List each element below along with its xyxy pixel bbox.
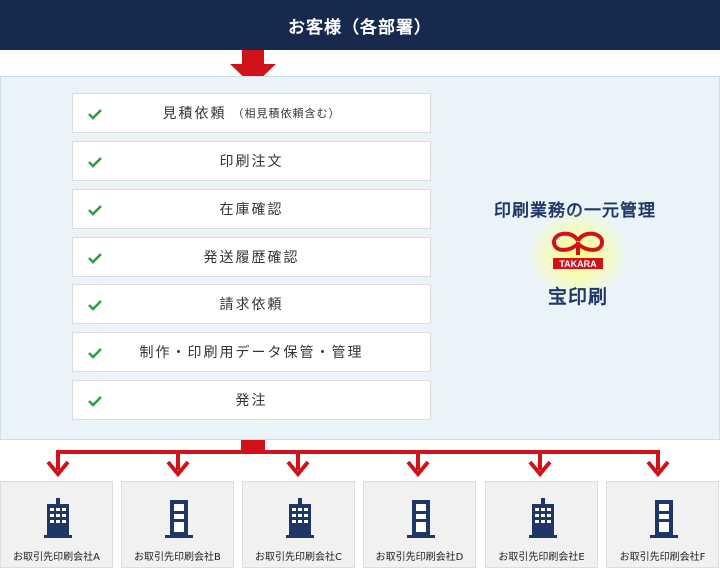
service-item[interactable]: 発注: [72, 380, 431, 420]
brand-name: 宝印刷: [547, 286, 608, 308]
vendor-label: お取引先印刷会社B: [134, 552, 221, 563]
building-icon: [165, 500, 193, 538]
branch-line-0: [56, 452, 60, 470]
branch-arrows: [46, 452, 670, 478]
branch-arrowhead-4: [528, 460, 552, 478]
vendor-box-e[interactable]: お取引先印刷会社E: [485, 481, 598, 568]
branch-line-1: [176, 452, 180, 470]
vendor-box-d[interactable]: お取引先印刷会社D: [363, 481, 476, 568]
service-label: 在庫確認: [219, 202, 284, 218]
check-icon: [88, 300, 102, 311]
branch-arrowhead-0: [46, 460, 70, 478]
check-icon: [88, 157, 102, 168]
service-label: 制作・印刷用データ保管・管理: [139, 345, 364, 361]
service-label: 請求依頼: [219, 297, 284, 313]
vendor-box-b[interactable]: お取引先印刷会社B: [121, 481, 234, 568]
branch-arrowhead-5: [646, 460, 670, 478]
office-building-icon: [529, 498, 557, 538]
branch-arrowhead-1: [166, 460, 190, 478]
branch-line-2: [296, 452, 300, 470]
branch-line-5: [656, 452, 660, 470]
service-item[interactable]: 在庫確認: [72, 189, 431, 229]
takara-logo-icon: TAKARA: [552, 231, 604, 269]
branch-line-4: [538, 452, 542, 470]
vendor-label: お取引先印刷会社F: [619, 552, 706, 563]
vendor-box-c[interactable]: お取引先印刷会社C: [242, 481, 355, 568]
office-building-icon: [44, 498, 72, 538]
vendor-label: お取引先印刷会社D: [375, 552, 464, 563]
check-icon: [88, 109, 102, 120]
service-label: 発送履歴確認: [203, 250, 300, 266]
service-item[interactable]: 見積依頼 （相見積依頼含む）: [72, 93, 431, 133]
check-icon: [88, 396, 102, 407]
service-sublabel: （相見積依頼含む）: [232, 107, 341, 120]
customer-header: お客様（各部署）: [0, 0, 720, 50]
connector-bus: [56, 450, 660, 454]
office-building-icon: [286, 498, 314, 538]
branch-arrowhead-3: [406, 460, 430, 478]
service-item[interactable]: 発送履歴確認: [72, 237, 431, 277]
vendor-box-f[interactable]: お取引先印刷会社F: [606, 481, 719, 568]
check-icon: [88, 348, 102, 359]
branch-line-3: [416, 452, 420, 470]
service-item[interactable]: 請求依頼: [72, 284, 431, 324]
vendor-label: お取引先印刷会社A: [13, 552, 100, 563]
vendor-label: お取引先印刷会社E: [498, 552, 585, 563]
service-item[interactable]: 印刷注文: [72, 141, 431, 181]
service-label: 印刷注文: [219, 154, 284, 170]
vendor-label: お取引先印刷会社C: [255, 552, 342, 563]
branch-arrowhead-2: [286, 460, 310, 478]
service-item[interactable]: 制作・印刷用データ保管・管理: [72, 332, 431, 372]
service-label: 見積依頼: [162, 106, 227, 122]
customer-header-title: お客様（各部署）: [288, 17, 432, 38]
service-label: 発注: [235, 393, 268, 409]
building-icon: [650, 500, 678, 538]
vendor-box-a[interactable]: お取引先印刷会社A: [0, 481, 113, 568]
logo-text: TAKARA: [559, 259, 597, 269]
down-arrow-top: [230, 50, 276, 86]
check-icon: [88, 205, 102, 216]
check-icon: [88, 253, 102, 264]
building-icon: [407, 500, 435, 538]
